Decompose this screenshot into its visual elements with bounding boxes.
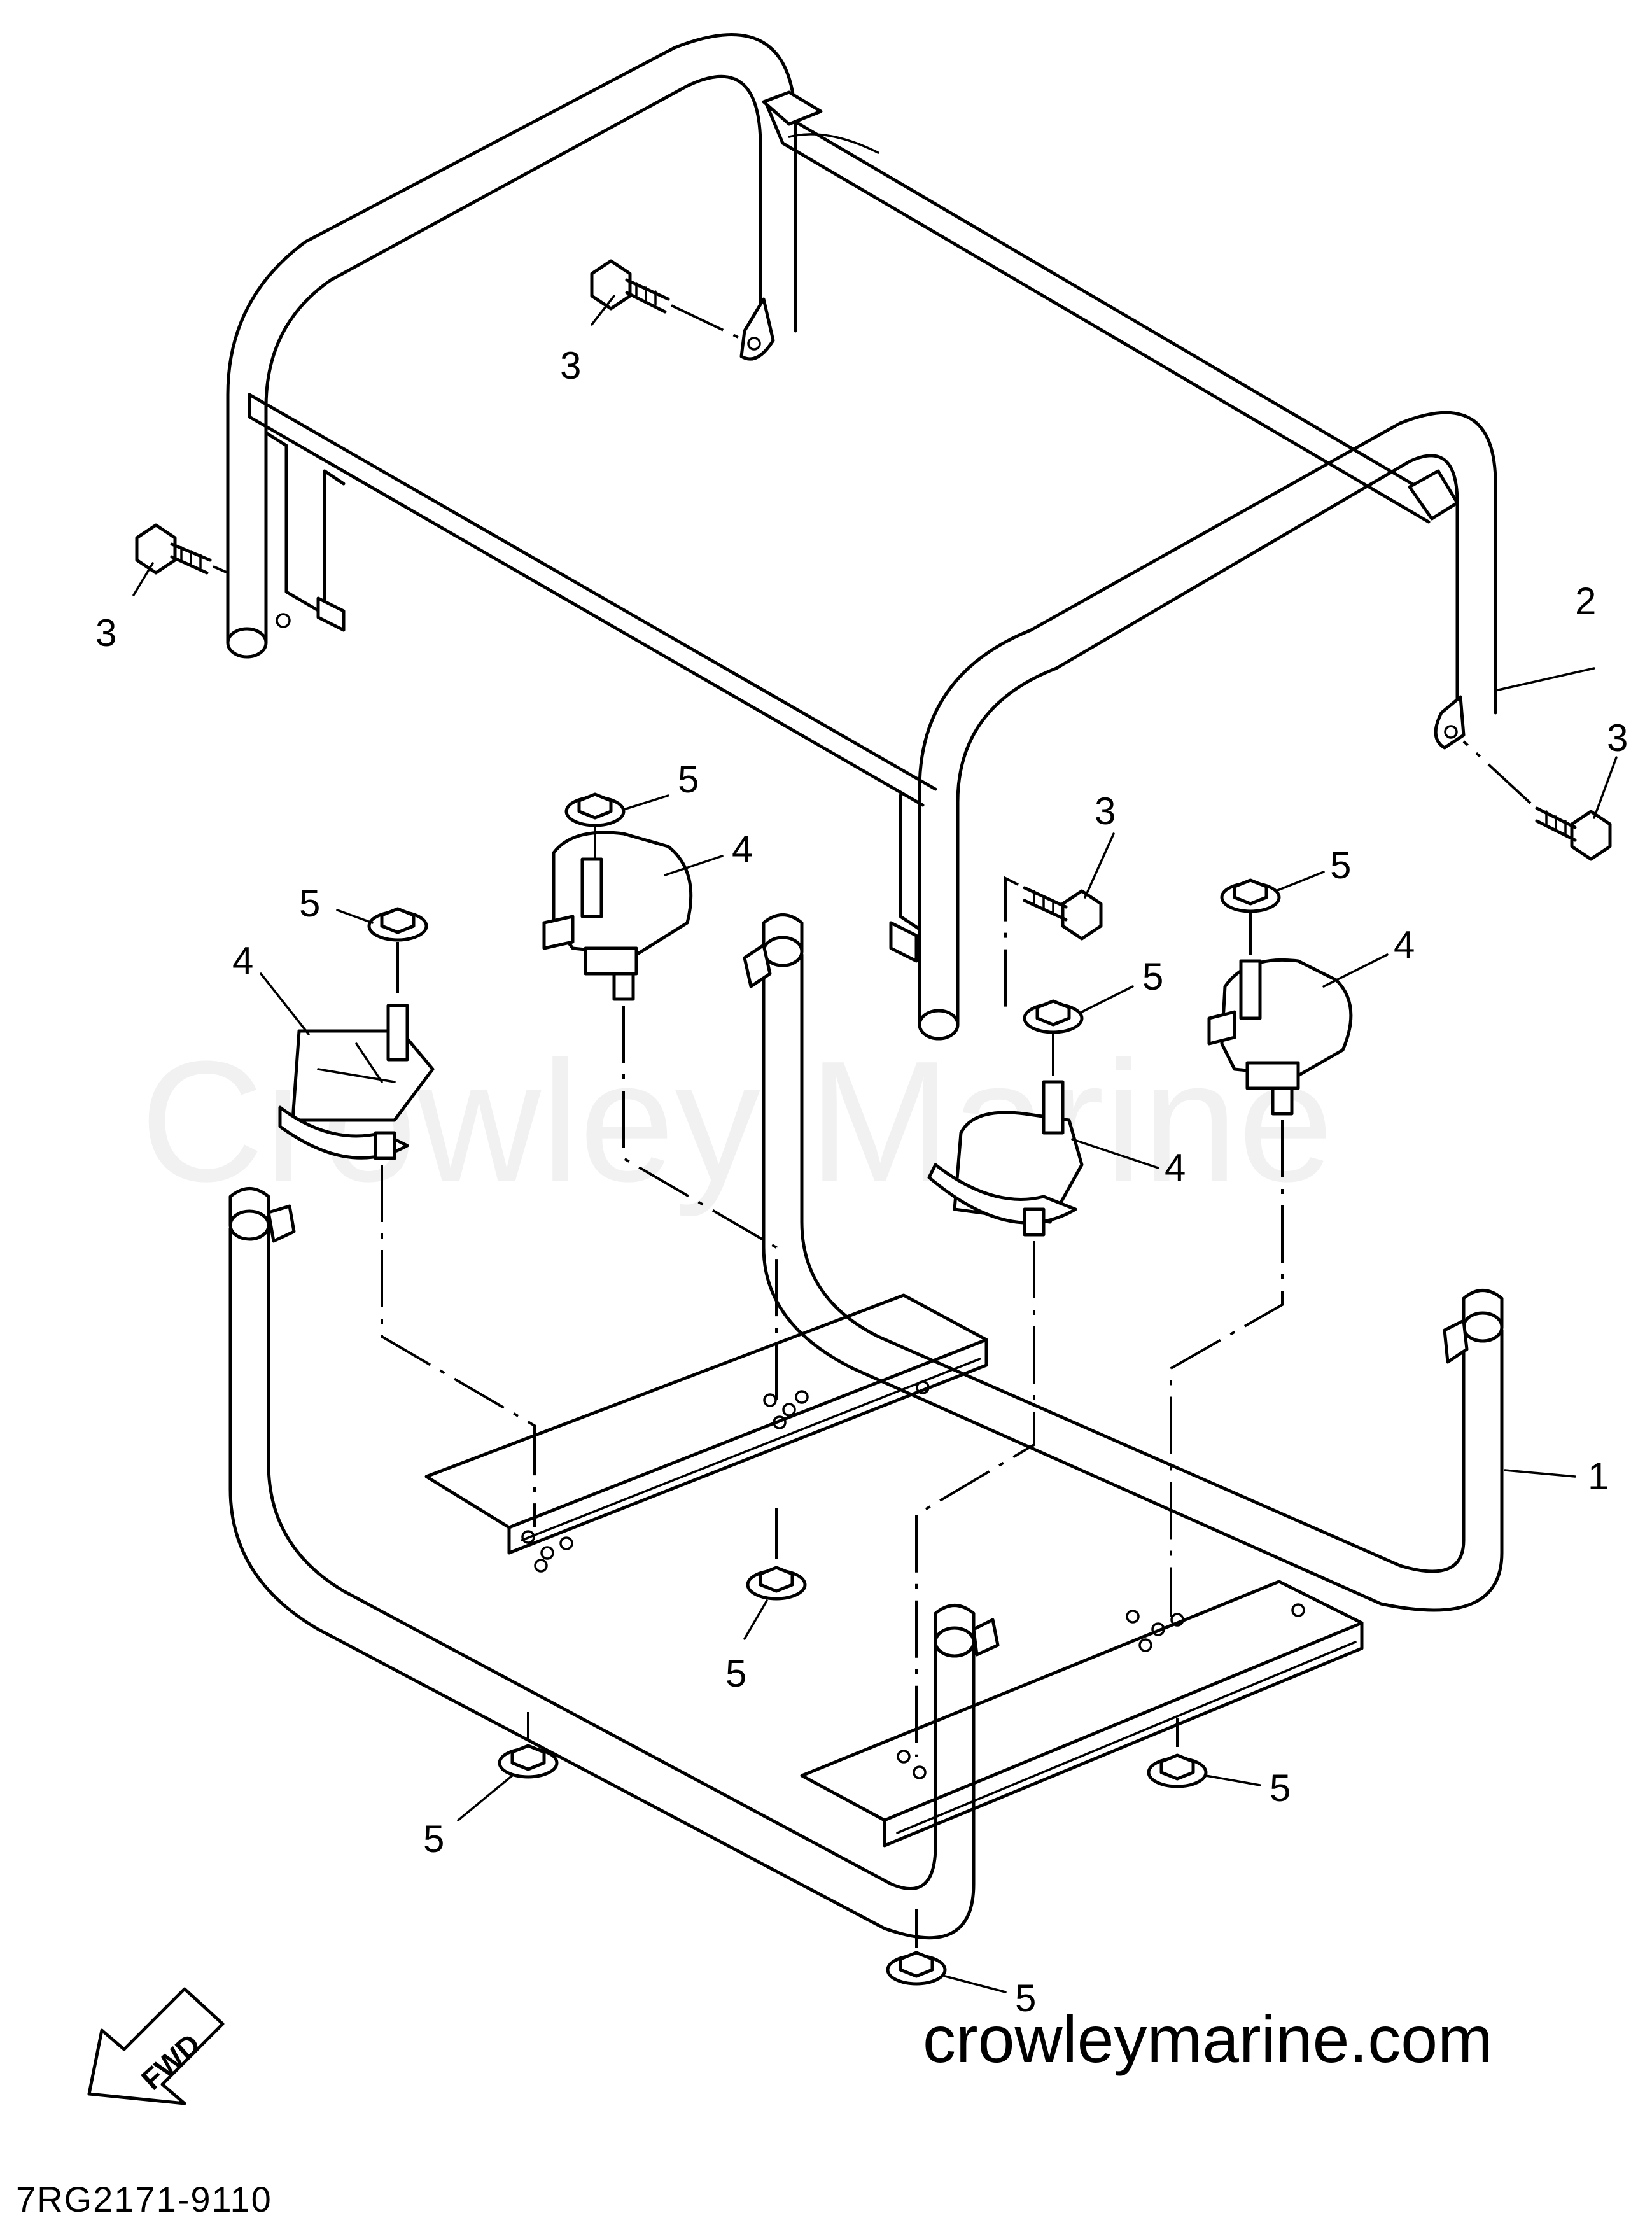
lower-right-cap — [1462, 1311, 1504, 1343]
bolt-middle — [1004, 876, 1103, 1018]
right-bracket-tab — [1434, 695, 1466, 750]
lower-left-cap — [228, 1209, 270, 1241]
left-bracket-tab — [316, 596, 346, 632]
nut-top — [564, 792, 626, 859]
callout-5-top: 5 — [678, 758, 699, 801]
callout-5-left: 5 — [299, 882, 320, 925]
callout-4-top: 4 — [732, 828, 753, 871]
callout-5-lower-right: 5 — [1270, 1767, 1291, 1809]
callout-2: 2 — [1575, 580, 1596, 622]
callout-3-top: 3 — [560, 344, 581, 387]
callout-4-right: 4 — [1394, 923, 1415, 966]
bolt-left — [135, 523, 228, 575]
mount-top — [542, 831, 778, 1400]
nut-center-bottom — [746, 1508, 807, 1601]
website-label: crowleymarine.com — [923, 2003, 1493, 2077]
callout-4-left: 4 — [232, 939, 253, 982]
callout-3-middle: 3 — [1095, 790, 1116, 832]
callout-4-middle: 4 — [1165, 1146, 1186, 1189]
upper-left-foot — [226, 627, 268, 659]
lower-front-cap — [934, 1626, 976, 1658]
nut-left — [367, 907, 428, 993]
rear-top-plate — [762, 90, 823, 126]
lower-rear-cap — [762, 936, 804, 967]
clamp-right — [1443, 1319, 1469, 1364]
callouts: 2 1 3 3 3 3 4 4 4 4 5 5 5 5 5 5 5 — [95, 295, 1628, 2019]
clamp-left — [267, 1204, 296, 1243]
mount-holes — [521, 1380, 1305, 1779]
lower-frame — [228, 913, 1504, 1940]
callout-3-left: 3 — [95, 612, 116, 654]
callout-5-middle: 5 — [1142, 955, 1163, 998]
mount-right — [1170, 958, 1353, 1617]
nut-right — [1220, 878, 1281, 955]
callout-5-center: 5 — [725, 1652, 746, 1695]
upper-frame — [226, 33, 1497, 1041]
nut-bottom — [886, 1909, 947, 1986]
rear-right-plate — [1408, 469, 1459, 521]
nut-mid — [1023, 999, 1084, 1076]
nut-lower-left — [498, 1712, 559, 1779]
fwd-arrow-icon: FWD — [87, 1987, 225, 2105]
clamp-rear — [743, 943, 772, 988]
top-bracket-tab — [739, 297, 775, 361]
front-bracket-tab — [889, 921, 918, 963]
nut-lower-right — [1147, 1718, 1208, 1788]
bolt-top — [590, 259, 739, 339]
upper-right-foot — [918, 1009, 960, 1041]
callout-1: 1 — [1588, 1455, 1609, 1498]
clamp-front — [972, 1618, 1000, 1657]
mount-middle — [915, 1080, 1084, 1757]
callout-3-right: 3 — [1607, 717, 1628, 759]
diagram-code: 7RG2171-9110 — [16, 2179, 272, 2219]
bolt-right — [1462, 740, 1612, 861]
callout-5-bottom: 5 — [1015, 1977, 1036, 2019]
mount-left — [278, 1004, 536, 1527]
callout-5-lower-left: 5 — [423, 1818, 444, 1860]
callout-5-right: 5 — [1330, 844, 1351, 887]
